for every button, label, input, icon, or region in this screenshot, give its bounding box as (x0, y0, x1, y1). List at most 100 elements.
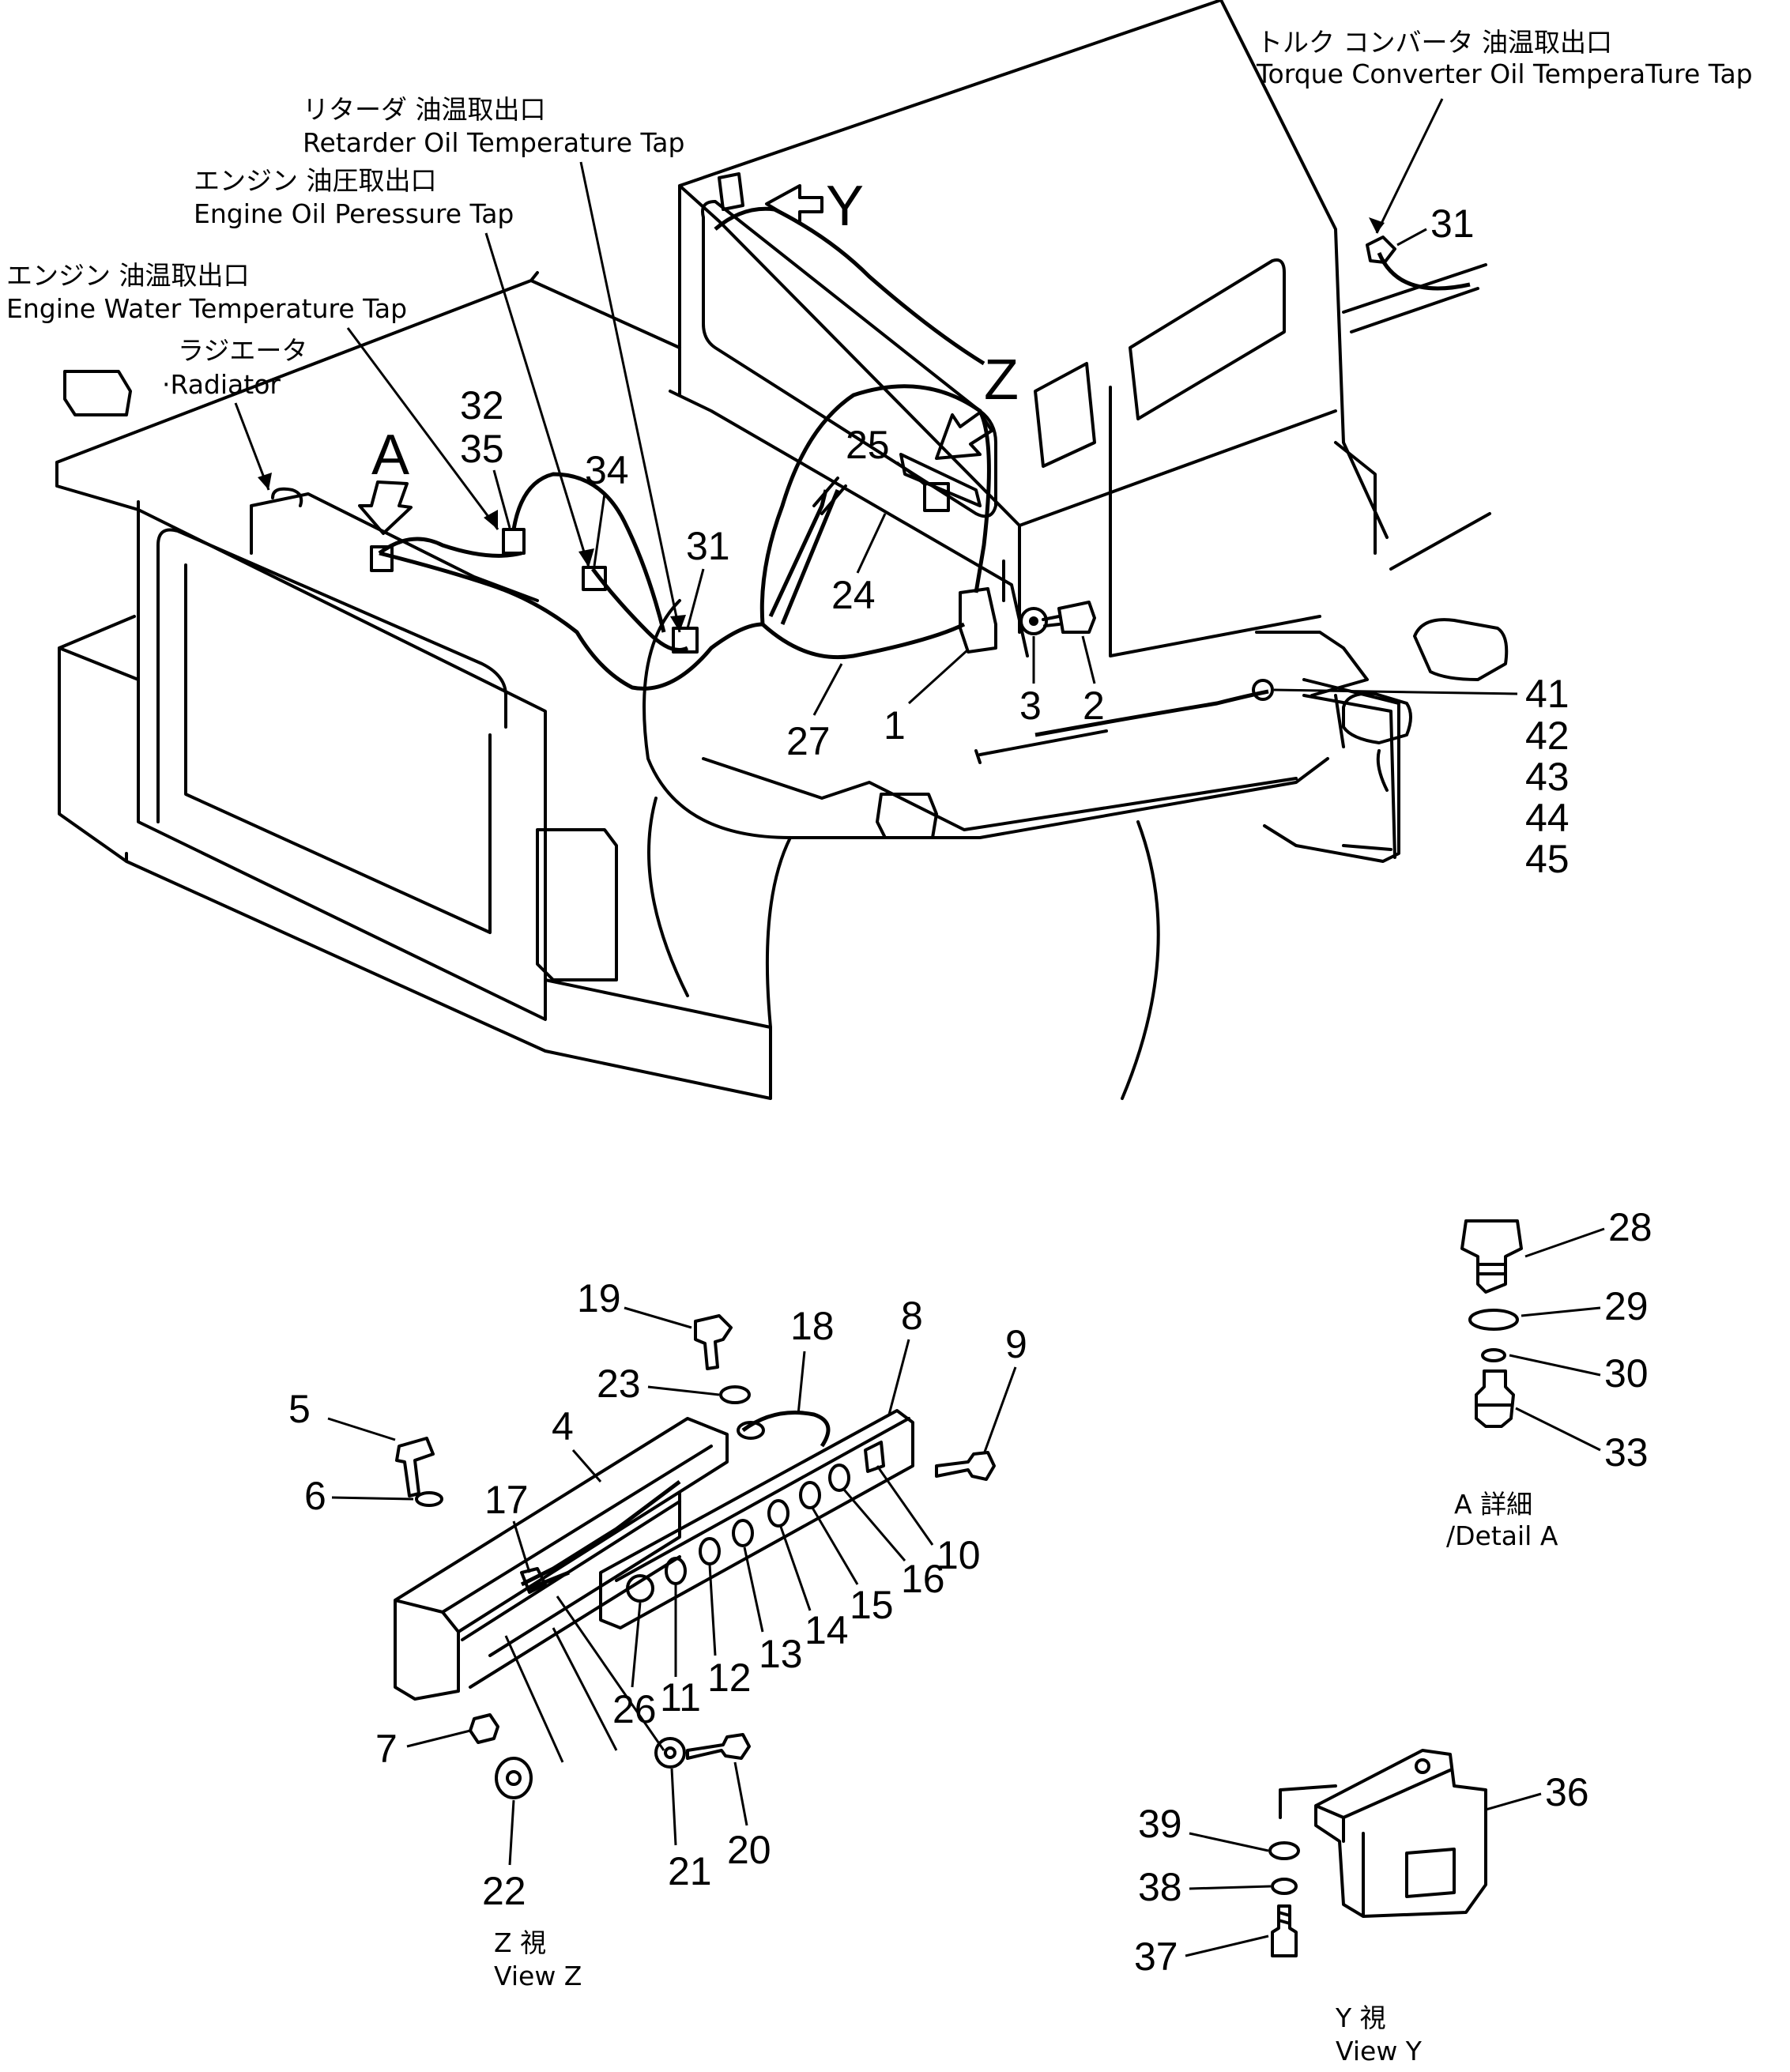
leader-1 (907, 648, 970, 705)
view-marker-a: A (371, 424, 409, 487)
leader-39 (1189, 1832, 1269, 1852)
part-number-19: 19 (577, 1276, 621, 1320)
fitting-24 (812, 477, 847, 515)
leader-15 (811, 1507, 859, 1585)
part-4-housing (394, 1417, 729, 1701)
leader-27 (812, 663, 843, 716)
part-33-drawing (1475, 1369, 1515, 1428)
leader-engine-oil-head (578, 548, 594, 567)
leader-25 (896, 461, 927, 488)
part-number-22: 22 (482, 1869, 526, 1913)
part-number-34: 34 (585, 448, 629, 492)
gauge-14 (767, 1499, 789, 1528)
part-number-38: 38 (1138, 1865, 1182, 1909)
leader-30 (1509, 1354, 1601, 1377)
platform-lamp (876, 793, 938, 839)
part-17-connector (520, 1567, 547, 1594)
part-number-30: 30 (1604, 1351, 1649, 1396)
callout-torque-jp: トルク コンバータ 油温取出口 (1257, 27, 1612, 58)
leader-radiator-head (258, 473, 272, 490)
wiring-harness (378, 206, 1471, 737)
part-36-hole (1415, 1758, 1430, 1774)
sensor-a (370, 545, 394, 572)
machine-drawing (55, 0, 1509, 1100)
part-number-2: 2 (1083, 684, 1105, 728)
part-18-cable (741, 1411, 831, 1448)
gauge-11 (665, 1557, 687, 1585)
right-frame (978, 512, 1491, 863)
part-number-31-left: 31 (686, 524, 730, 568)
leader-31-left (686, 568, 705, 629)
part-7-nut (469, 1713, 499, 1744)
part-39-washer (1268, 1841, 1300, 1860)
sensor-25 (923, 482, 950, 512)
view-z: 19 18 8 9 23 5 4 6 17 10 16 15 14 13 12 … (288, 1276, 1027, 1991)
headlight (536, 828, 618, 981)
part-8-panel (599, 1409, 914, 1629)
part-21-washer (654, 1737, 686, 1769)
main-components (370, 235, 1396, 701)
part-number-43: 43 (1525, 755, 1570, 799)
leader-13 (743, 1546, 764, 1633)
part-number-24: 24 (831, 573, 876, 617)
leader-21 (670, 1768, 677, 1846)
leader-23 (647, 1385, 720, 1396)
part-number-15: 15 (850, 1583, 894, 1627)
leader-24 (856, 513, 887, 574)
leader-12 (708, 1564, 717, 1656)
cab-window-front (701, 200, 997, 518)
callout-radiator-jp: ラジエータ (178, 335, 307, 366)
harness-cab (759, 384, 991, 625)
part-18-grommet (737, 1421, 765, 1440)
leader-38 (1189, 1885, 1272, 1890)
sensor-34 (582, 566, 607, 591)
leader-26 (631, 1602, 642, 1688)
fitting-41 (1252, 679, 1274, 701)
washer-3-hole (1029, 616, 1038, 626)
part-22-hole (506, 1770, 522, 1786)
leader-6 (331, 1496, 414, 1501)
right-lamp-lower (1342, 691, 1412, 792)
part-number-42: 42 (1525, 714, 1570, 758)
torque-pipe (1342, 263, 1487, 333)
leader-17 (512, 1520, 531, 1573)
part-number-35: 35 (460, 427, 504, 471)
fitting-31-right (1366, 235, 1396, 264)
view-marker-y: Y (826, 175, 864, 238)
cab-handle (899, 453, 982, 507)
radiator-body (137, 508, 547, 1021)
detail-a-caption-jp: A 詳細 (1454, 1489, 1532, 1520)
part-number-41: 41 (1525, 672, 1570, 716)
bolt-2 (1042, 601, 1096, 634)
switch-10 (864, 1441, 885, 1473)
part-number-23: 23 (597, 1362, 641, 1406)
callout-labels: トルク コンバータ 油温取出口 Torque Converter Oil Tem… (6, 27, 1753, 400)
part-19-screw (694, 1314, 733, 1370)
part-number-16: 16 (901, 1557, 945, 1601)
radiator-grille (156, 528, 507, 934)
callout-torque-en: Torque Converter Oil TemperaTure Tap (1256, 58, 1753, 89)
part-number-7: 7 (375, 1727, 398, 1771)
unit-1 (959, 587, 997, 654)
leader-5 (327, 1417, 396, 1441)
washer-3 (1019, 607, 1048, 635)
harness-radiator (378, 537, 522, 558)
part-21-hole (664, 1746, 676, 1759)
leader-engine-oil (484, 232, 590, 568)
leader-19 (624, 1306, 692, 1329)
sensor-31-left (672, 627, 699, 654)
part-9-screw (935, 1451, 996, 1481)
leader-29 (1521, 1306, 1601, 1317)
housing-inner (461, 1492, 681, 1689)
cab-window-side (1034, 258, 1286, 468)
part-36-housing (1314, 1749, 1487, 1918)
front-bumper (58, 615, 772, 1100)
leader-31-right (1396, 228, 1427, 247)
cab-body (678, 0, 1389, 634)
callout-retarder-jp: リターダ 油温取出口 (303, 94, 546, 125)
part-number-26: 26 (612, 1687, 657, 1731)
part-number-10: 10 (936, 1533, 981, 1577)
fender (643, 599, 1329, 1100)
leader-41-45 (1273, 688, 1518, 695)
